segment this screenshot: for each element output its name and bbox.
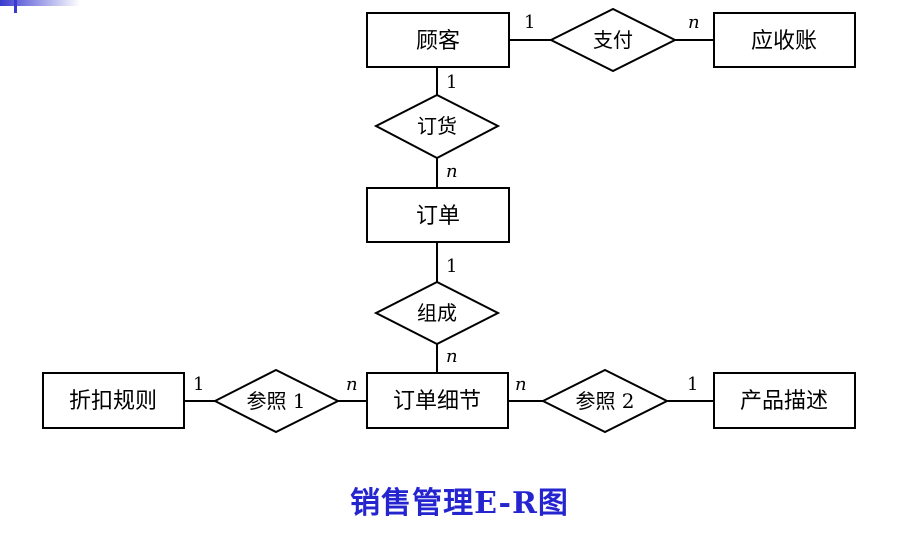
- cardinality-detail-ref2: n: [515, 374, 527, 395]
- relationship-compose-diamond: [373, 280, 501, 346]
- entity-order-detail-box: [366, 372, 509, 429]
- cardinality-compose-detail: n: [446, 346, 458, 367]
- cardinality-placeorder-order: n: [446, 161, 458, 182]
- relationship-pay-label: 支付: [593, 28, 633, 52]
- relationship-ref2-diamond: [540, 368, 670, 434]
- relationship-pay-diamond: [548, 7, 678, 73]
- entity-discount-rule-label: 折扣规则: [69, 389, 157, 414]
- cardinality-ref2-product: 1: [687, 374, 698, 395]
- relationship-compose-label: 组成: [417, 301, 457, 325]
- cardinality-ref1-detail: n: [346, 374, 358, 395]
- cardinality-customer-pay: 1: [524, 12, 535, 33]
- cardinality-customer-placeorder: 1: [446, 72, 457, 93]
- entity-order-detail-label: 订单细节: [393, 389, 481, 414]
- slide-corner-decoration: [0, 0, 80, 13]
- relationship-placeorder-label: 订货: [417, 114, 457, 138]
- relationship-placeorder-diamond: [373, 93, 501, 160]
- entity-product-desc-label: 产品描述: [740, 389, 828, 414]
- entity-receivable-label: 应收账: [751, 29, 817, 54]
- entity-product-desc-box: [713, 372, 856, 429]
- entity-order-box: [366, 187, 510, 243]
- cardinality-pay-receivable: n: [688, 12, 700, 33]
- entity-receivable-box: [713, 12, 856, 68]
- entity-customer-label: 顾客: [416, 29, 460, 54]
- relationship-ref2-label: 参照 2: [575, 389, 634, 413]
- cardinality-discount-ref1: 1: [193, 374, 204, 395]
- relationship-ref1-label: 参照 1: [246, 389, 305, 413]
- relationship-ref1-diamond: [212, 368, 341, 434]
- cardinality-order-compose: 1: [446, 256, 457, 277]
- entity-customer-box: [366, 12, 510, 68]
- entity-discount-rule-box: [42, 372, 185, 429]
- entity-order-label: 订单: [416, 204, 460, 229]
- diagram-caption: 销售管理E-R图: [350, 486, 569, 521]
